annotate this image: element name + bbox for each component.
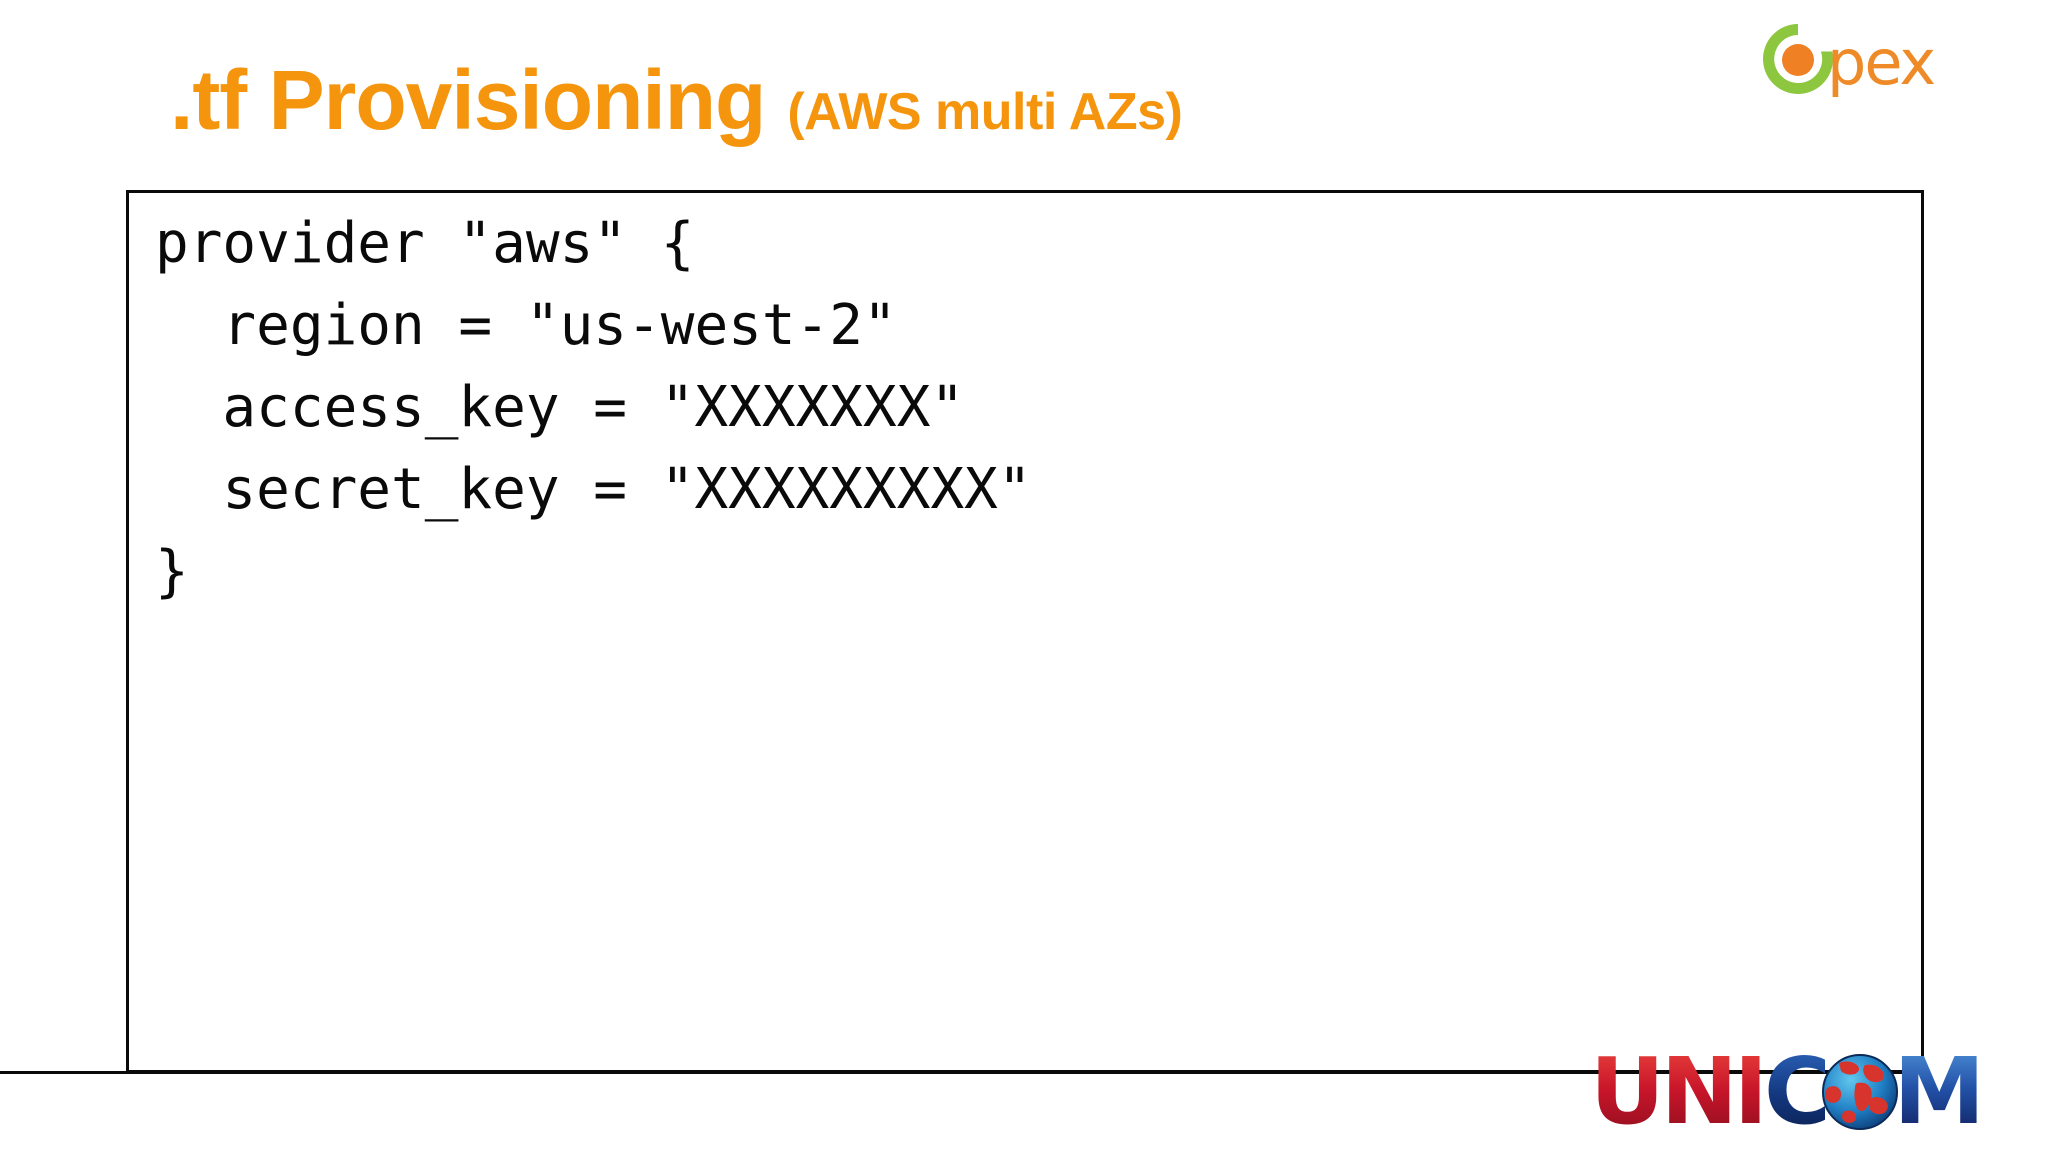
code-block-panel: provider "aws" { region = "us-west-2" ac… [126,190,1924,1073]
title-main-text: .tf Provisioning [170,53,766,147]
title-subtitle-text: (AWS multi AZs) [787,83,1183,141]
terraform-code-text: provider "aws" { region = "us-west-2" ac… [155,211,1032,604]
opex-logo: pex [1755,14,2005,106]
unicom-logo: UNI C M [1590,1032,2048,1152]
unicom-uni-text: UNI [1590,1038,1768,1145]
opex-ring-icon [1763,24,1834,94]
globe-icon [1822,1054,1899,1130]
unicom-c-text: C [1763,1038,1831,1145]
page-title: .tf Provisioning (AWS multi AZs) [170,53,1183,147]
footer-divider [0,1071,1924,1074]
unicom-m-text: M [1893,1038,1985,1145]
opex-wordmark: pex [1827,26,1936,99]
